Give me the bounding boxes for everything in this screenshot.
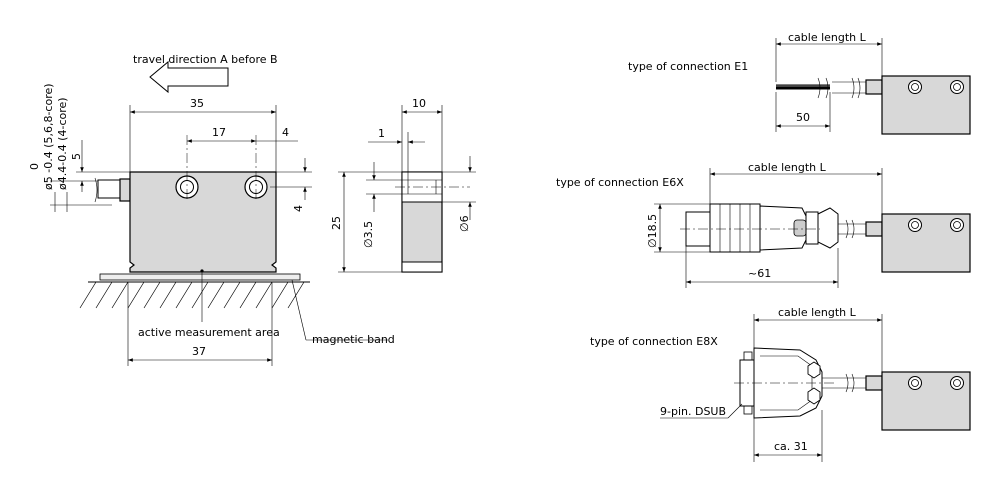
e6x-label: type of connection E6X — [556, 176, 684, 189]
cable-dia-5: ø5 -0.4 (5,6,8-core) — [42, 83, 55, 190]
dim-4: 4 — [282, 126, 289, 139]
e8x-label: type of connection E8X — [590, 335, 718, 348]
e6x-dim-61: ~61 — [748, 267, 771, 280]
active-area-label: active measurement area — [138, 326, 280, 339]
dim-bore-3-5: ∅3.5 — [362, 221, 375, 248]
connection-e8x: type of connection E8X cable length L 9-… — [590, 306, 971, 462]
sensor-body-front — [129, 171, 277, 273]
e8x-cable-length: cable length L — [778, 306, 857, 319]
dim-10: 10 — [412, 97, 426, 110]
cable-dia-zero: 0 — [28, 163, 41, 170]
ground-hatching — [79, 281, 305, 309]
e1-label: type of connection E1 — [628, 60, 748, 73]
travel-direction-label: travel direction A before B — [133, 53, 278, 66]
side-view: 10 1 25 ∅3.5 ∅6 — [330, 97, 476, 273]
dim-5: 5 — [70, 153, 83, 160]
e6x-cable-length: cable length L — [748, 161, 827, 174]
travel-direction-arrow-icon — [149, 60, 229, 94]
cable-dia-44: ø4.4-0.4 (4-core) — [56, 97, 69, 190]
e1-dim-50: 50 — [796, 111, 810, 124]
connection-e1: type of connection E1 cable length L 50 — [628, 31, 971, 135]
e1-cable-length: cable length L — [788, 31, 867, 44]
dim-1: 1 — [378, 127, 385, 140]
e8x-dsub-label: 9-pin. DSUB — [660, 405, 726, 418]
magnetic-band-label: magnetic band — [312, 333, 395, 346]
front-view: travel direction A before B 0 ø5 -0.4 (5… — [28, 53, 395, 366]
dim-35: 35 — [190, 97, 204, 110]
e8x-dim-31: ca. 31 — [774, 440, 808, 453]
connection-e6x: type of connection E6X cable length L ∅1… — [556, 161, 971, 288]
dim-37: 37 — [192, 345, 206, 358]
dim-17: 17 — [212, 126, 226, 139]
dim-6: ∅6 — [458, 215, 471, 232]
dim-4-right: 4 — [292, 205, 305, 212]
dim-25: 25 — [330, 216, 343, 230]
e6x-dim-18-5: ∅18.5 — [646, 214, 659, 248]
